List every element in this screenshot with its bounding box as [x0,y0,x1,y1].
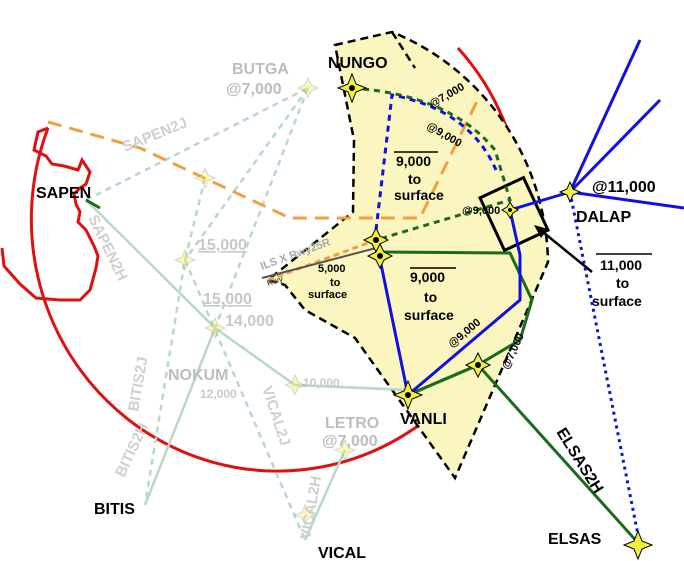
runway [261,247,377,279]
arrowhead [534,225,548,238]
svg-text:to: to [330,277,341,289]
waypoint-dalap: DALAP [576,209,631,226]
altitude-faded-14000: 14,000 [225,313,274,330]
altitude-butga: @7,000 [226,81,282,98]
svg-text:5,000: 5,000 [318,263,346,275]
restriction-center: 9,000 to surface [404,267,456,323]
svg-text:surface: surface [404,307,454,323]
altitude-faded-10000: 10,000 [303,376,340,390]
vanli-arc-symbol [464,351,492,379]
fix-14000-symbol [203,316,227,340]
fix-10000-symbol [283,373,307,397]
altitude-faded-15000-b: 15,000 [203,291,252,308]
waypoint-butga: BUTGA [232,61,289,78]
restriction-dalap: 11,000 to surface [592,253,652,309]
waypoint-vical: VICAL [318,545,366,561]
restriction-north: 9,000 to surface [394,151,444,203]
route-vical2h: VICAL2H [297,475,325,541]
altitude-dalap: @11,000 [592,179,656,196]
elsas-symbol [622,529,654,561]
coastline [0,126,100,302]
svg-text:9,000: 9,000 [396,153,431,169]
waypoint-bitis: BITIS [94,501,135,518]
svg-text:to: to [616,275,629,291]
dalap-restriction-arrow [537,227,593,273]
dalap-symbol [558,180,582,204]
waypoint-letro: LETRO [325,415,379,432]
altitude-letro: @7,000 [322,433,378,450]
svg-text:surface: surface [394,187,444,203]
fix-15000-symbol [173,248,197,272]
vical-route-symbol [293,503,317,527]
dalap-restricted-box [477,175,551,253]
nungo-symbol [336,72,368,104]
waypoint-nungo: NUNGO [328,55,388,72]
fix-sapen-route-symbol [193,166,217,190]
altitude-dalap-inner: @9,000 [462,205,500,217]
letro-symbol [333,438,357,462]
altitude-faded-15000-a: 15,000 [198,237,247,254]
waypoint-symbols [173,72,654,561]
svg-text:9,000: 9,000 [410,269,445,285]
blue-routes [374,39,684,546]
svg-text:surface: surface [592,293,642,309]
ils-fix-symbol-2 [366,242,394,270]
zone-divider [390,31,417,69]
route-bitis2h: BITIS2H [112,420,152,479]
waypoint-nokum: NOKUM [168,367,228,384]
route-sapen2j: SAPEN2J [120,114,190,155]
route-vical2j: VICAL2J [258,384,293,448]
butga-symbol [296,76,320,100]
altitude-faded-12000: 12,000 [200,387,237,401]
route-bitis2j: BITIS2J [125,356,151,413]
waypoint-vanli: VANLI [400,411,447,428]
orange-routes [47,94,482,282]
restriction-ils: 5,000 to surface [308,263,347,301]
svg-text:11,000: 11,000 [600,257,642,273]
svg-text:to: to [408,171,421,187]
svg-text:to: to [424,289,437,305]
inner-fix-symbol [501,201,519,219]
waypoint-elsas: ELSAS [548,531,602,548]
route-elsas2h: ELSAS2H [553,425,607,497]
vanli-symbol [392,379,424,411]
faded-routes [85,86,409,541]
waypoint-sapen: SAPEN [36,185,91,202]
svg-text:surface: surface [308,289,347,301]
